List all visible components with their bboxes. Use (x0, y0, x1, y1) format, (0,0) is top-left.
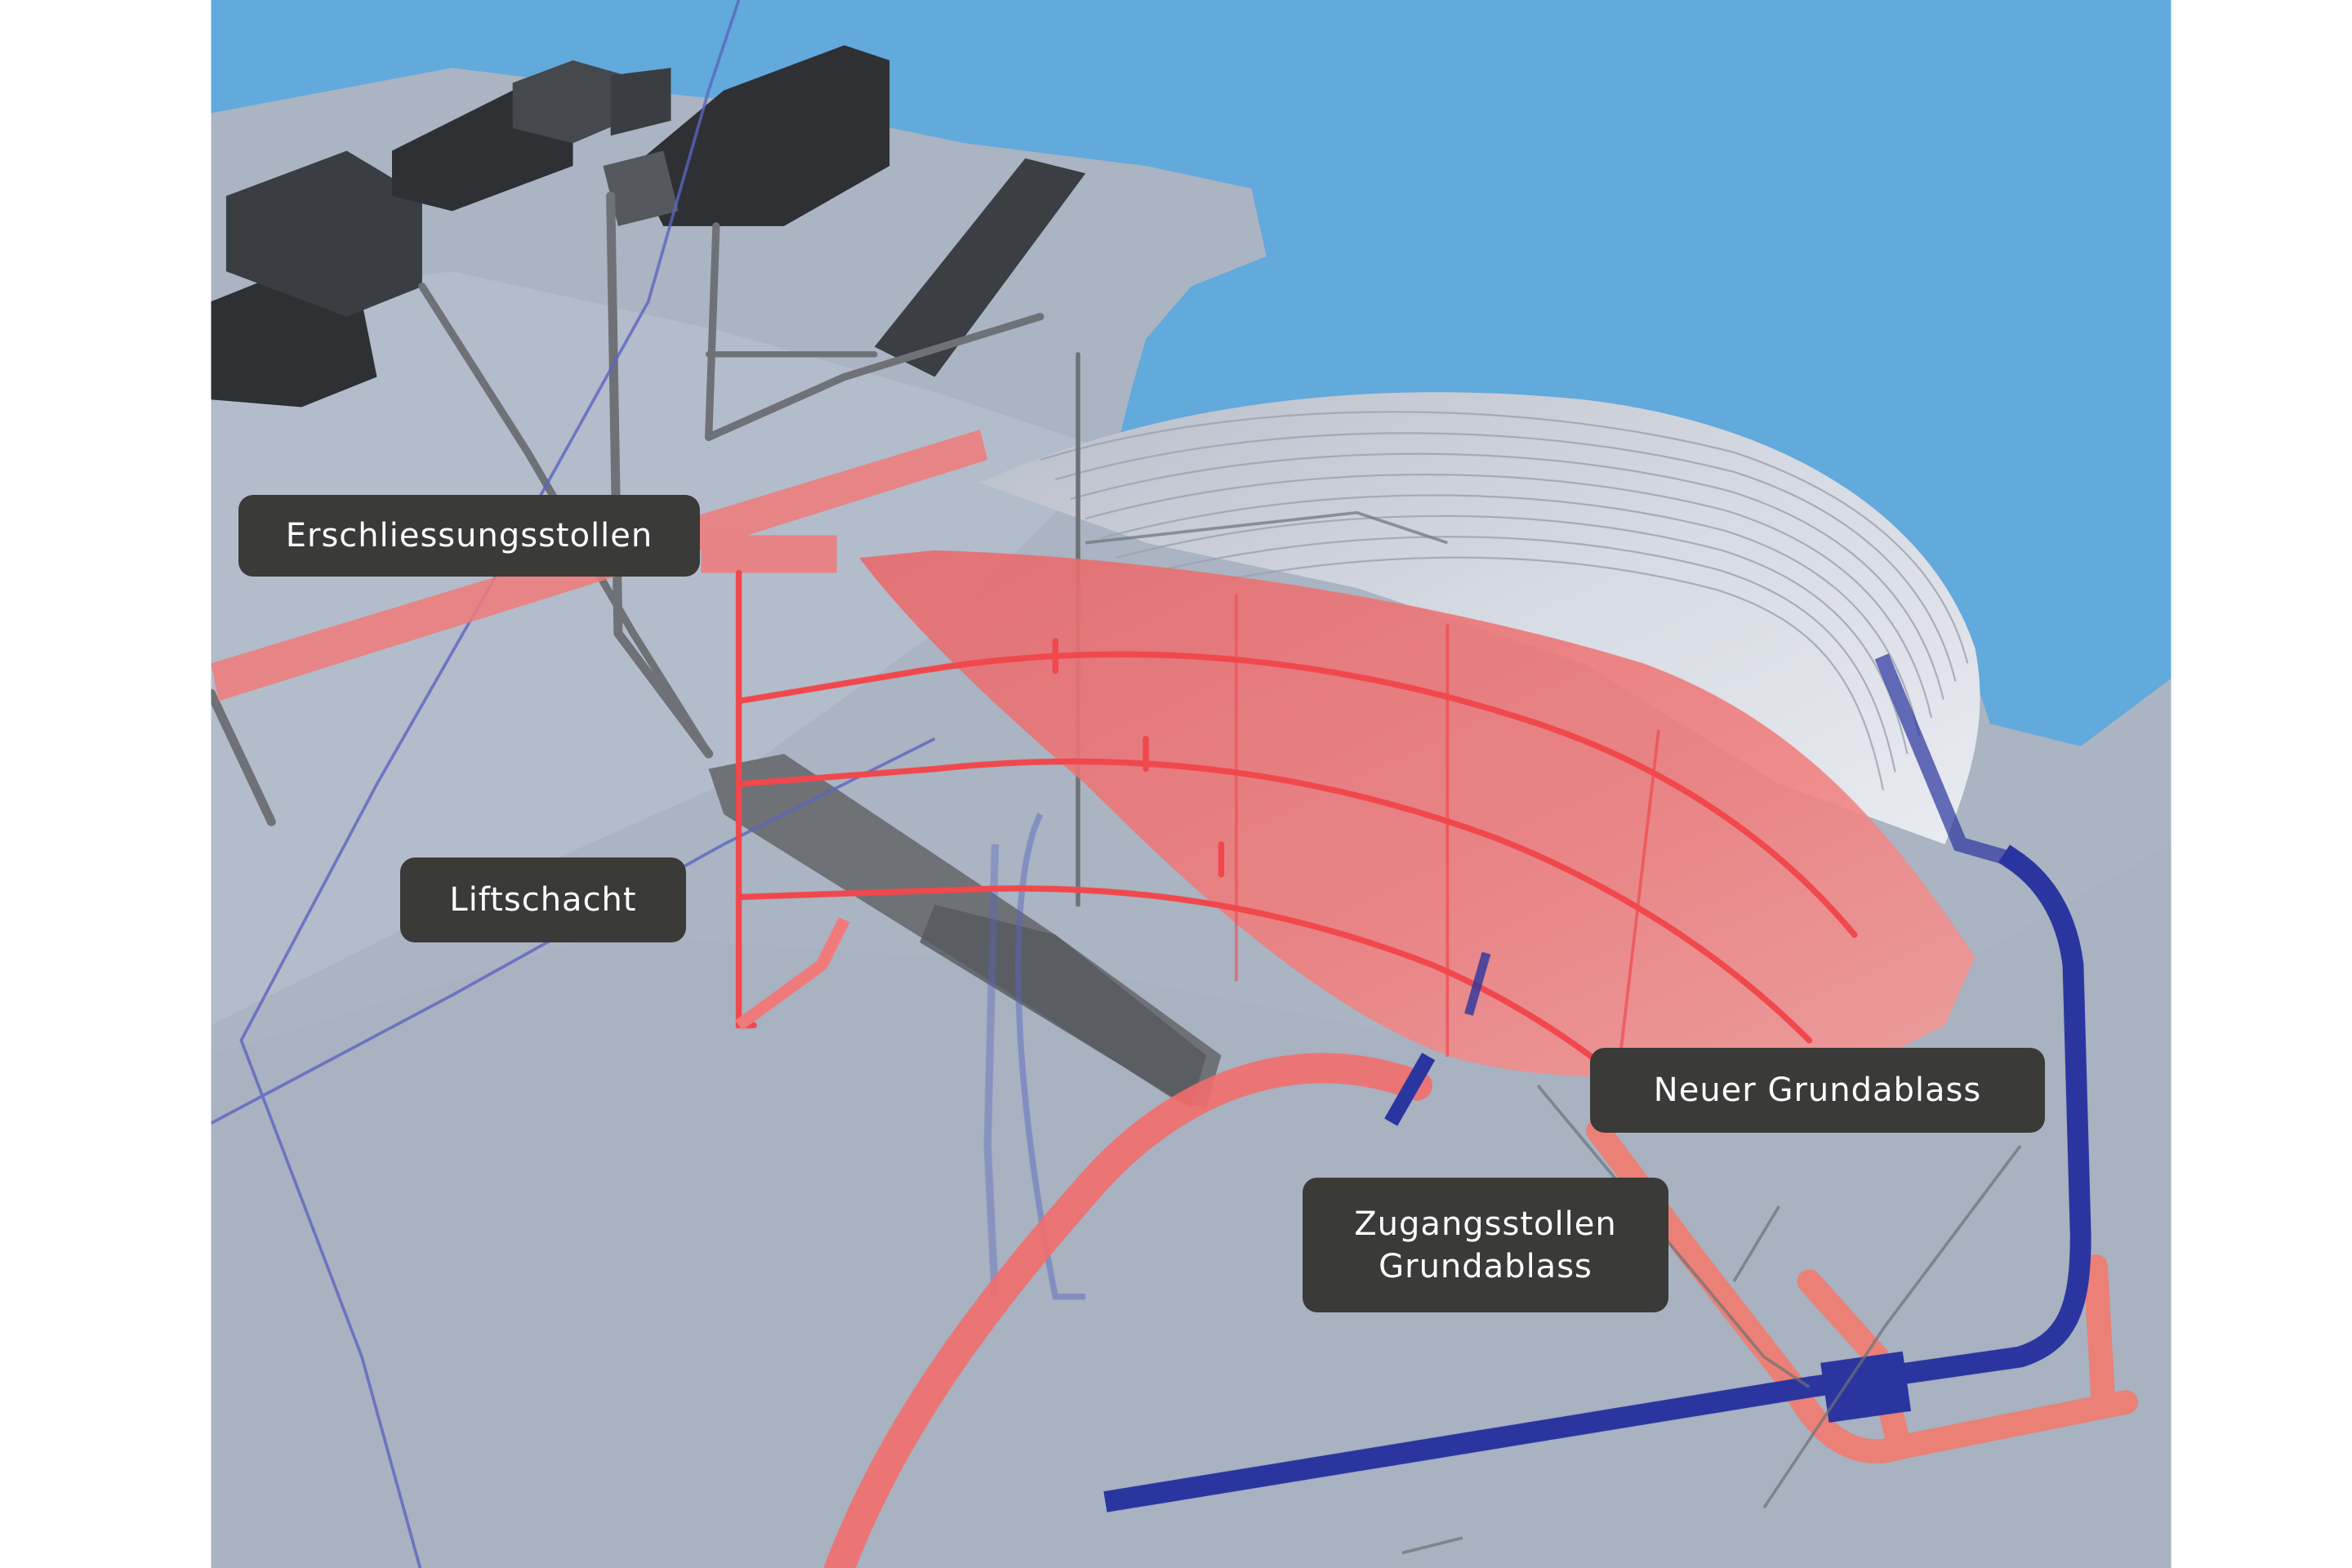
red-shaft-left (735, 916, 850, 1031)
label-text: Liftschacht (449, 881, 637, 919)
label-text: Neuer Grundablass (1653, 1071, 1982, 1109)
access-tunnel-red (823, 1053, 1432, 1568)
valve-chamber (1820, 1351, 1912, 1423)
grey-lines-lower (1085, 510, 2022, 1555)
label-zugangsstollen-grundablass: Zugangsstollen Grundablass (1303, 1178, 1668, 1312)
label-text-line-1: Zugangsstollen (1354, 1205, 1617, 1243)
gallery-arcs (735, 569, 1858, 1127)
dam-ribs (1040, 411, 1969, 791)
label-neuer-grundablass: Neuer Grundablass (1590, 1048, 2045, 1133)
label-liftschacht: Liftschacht (400, 858, 686, 942)
label-text: Erschliessungsstollen (285, 517, 653, 555)
outlet-pipe-blue (1103, 653, 2091, 1512)
surface-buildings (211, 45, 1086, 408)
label-text-line-2: Grundablass (1379, 1247, 1592, 1285)
label-erschliessungsstollen: Erschliessungsstollen (238, 495, 700, 577)
